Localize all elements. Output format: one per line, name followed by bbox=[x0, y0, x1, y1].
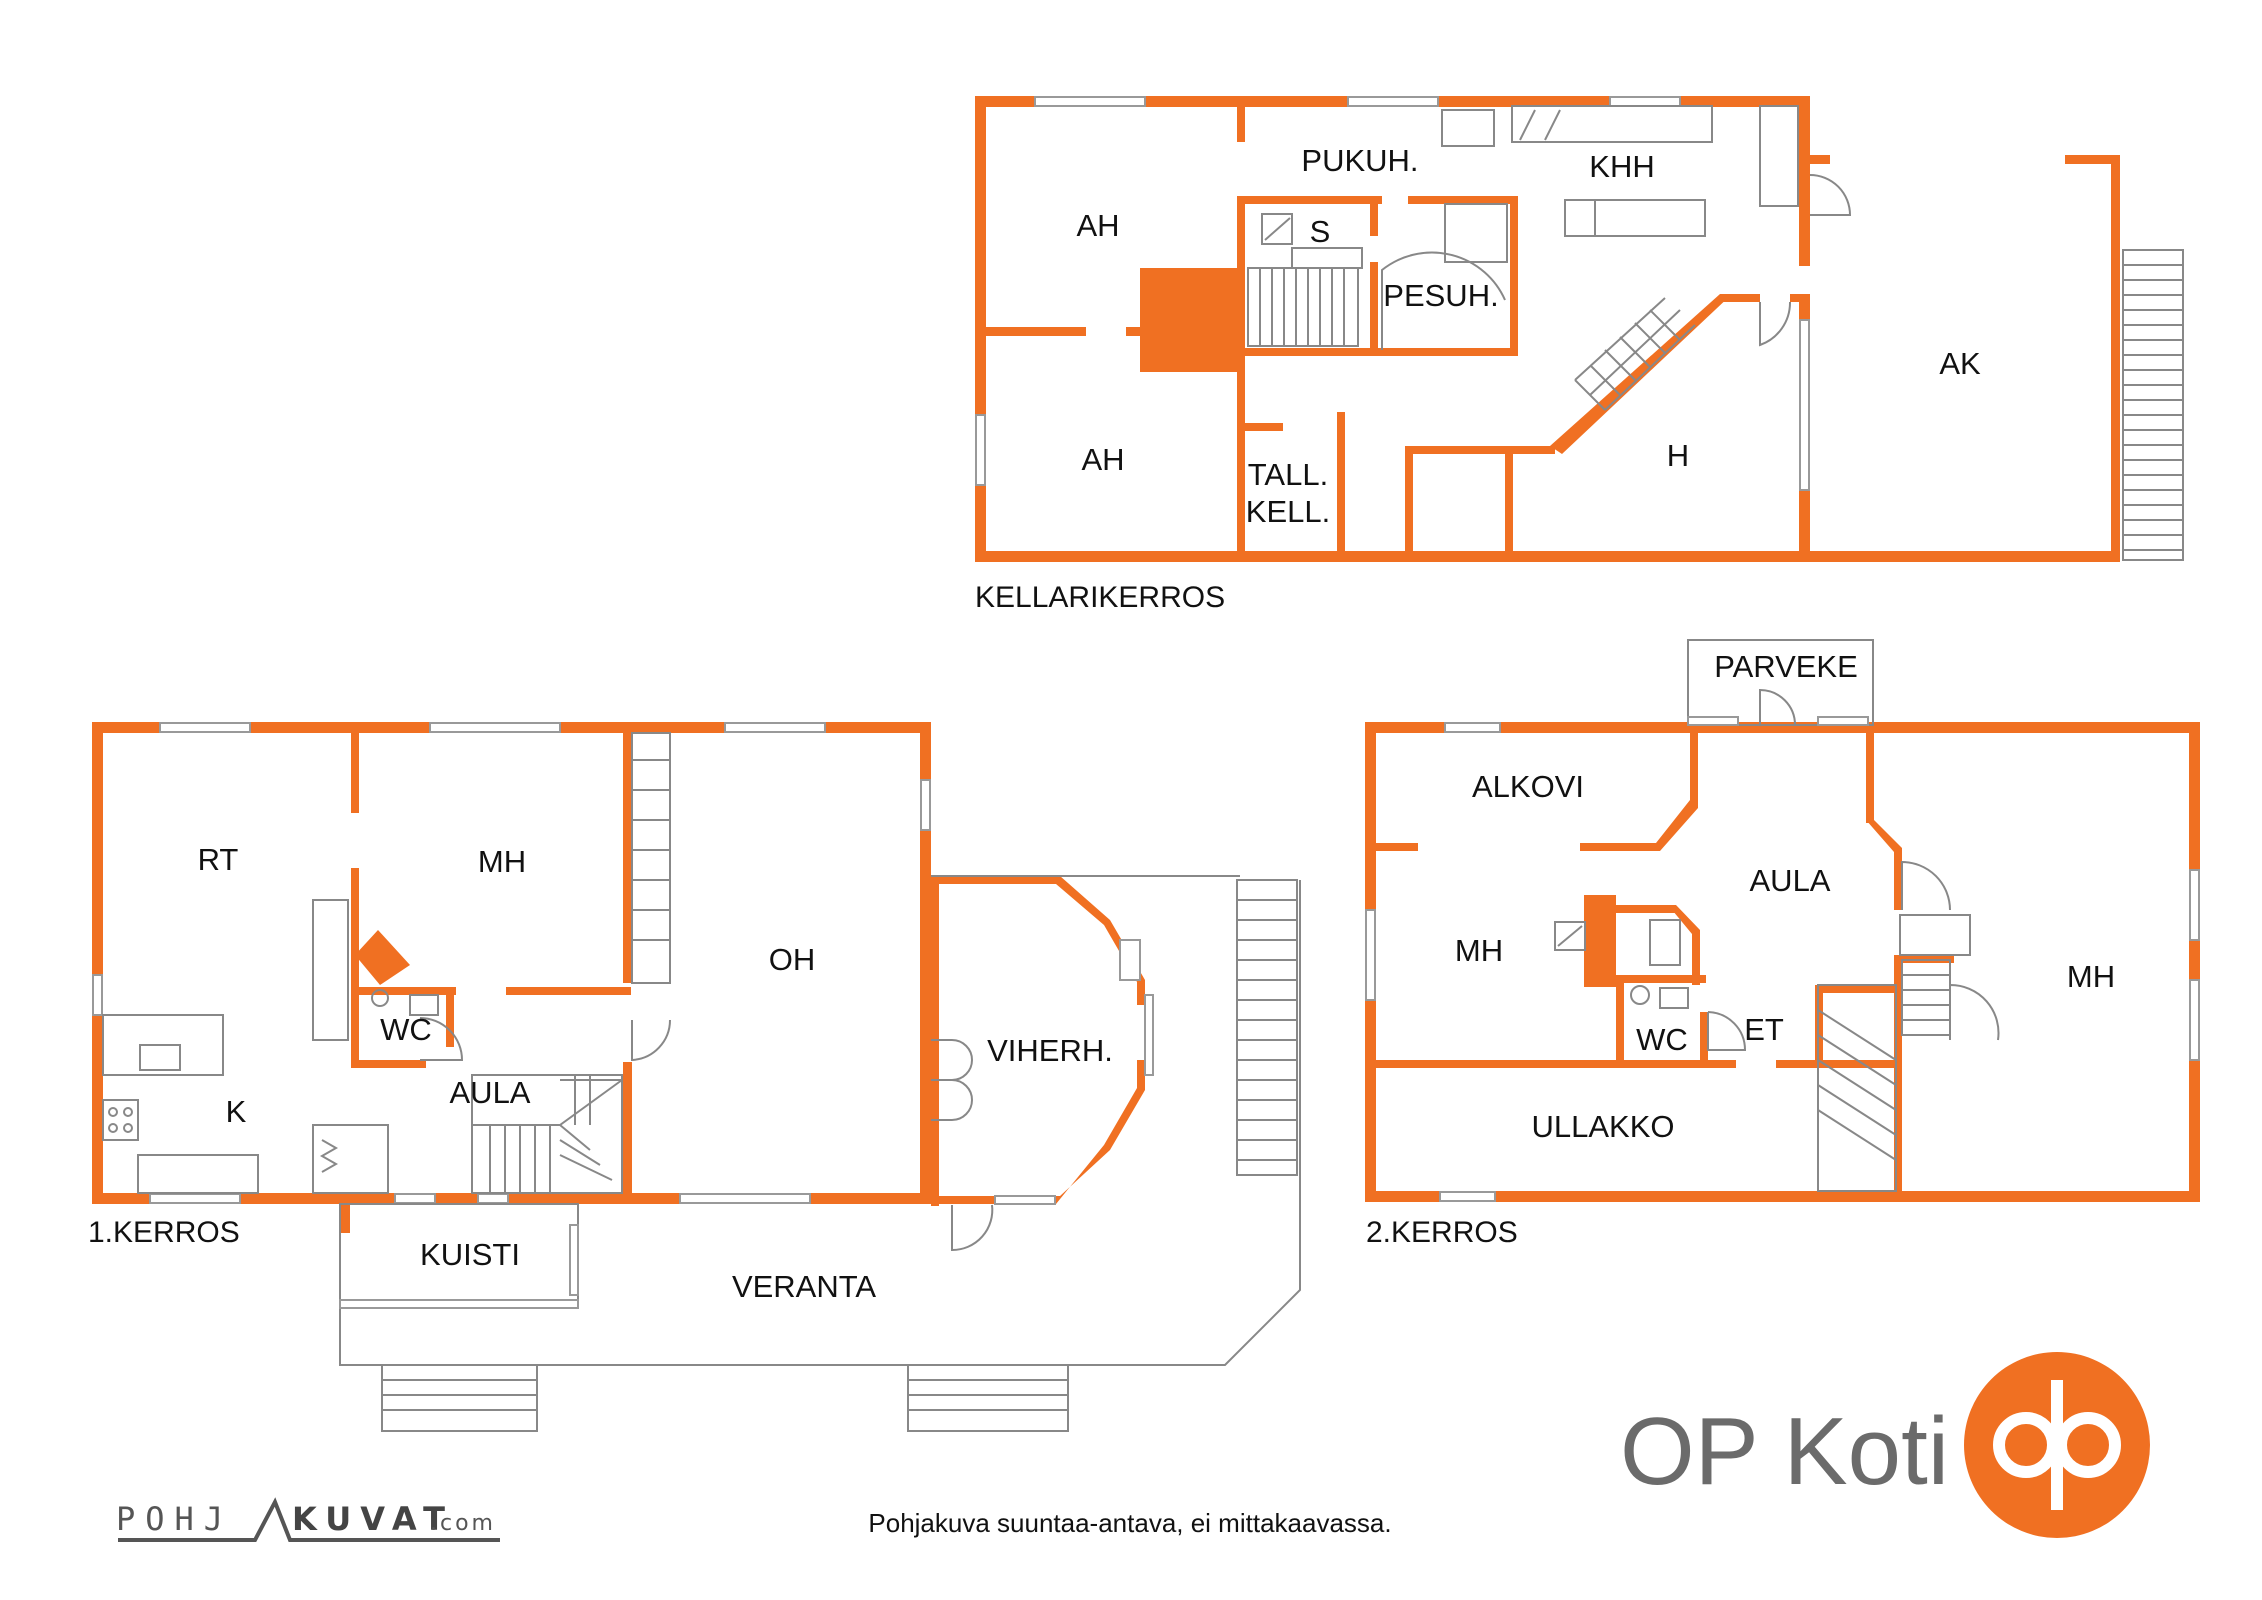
credit-com: .com bbox=[430, 1511, 496, 1536]
room-label-khh: KHH bbox=[1589, 149, 1654, 184]
credit-kuvat: KUVAT bbox=[292, 1500, 454, 1538]
room-label-s: S bbox=[1310, 214, 1331, 249]
room-label-mh: MH bbox=[1455, 933, 1503, 968]
room-label-rt: RT bbox=[198, 842, 239, 877]
room-label-veranta: VERANTA bbox=[732, 1269, 876, 1304]
room-label-kuisti: KUISTI bbox=[420, 1237, 520, 1272]
room-label-kell: KELL. bbox=[1246, 494, 1330, 529]
credit-pohj: POHJ bbox=[116, 1500, 233, 1538]
ak-exterior-stairs bbox=[2122, 249, 2184, 561]
room-label-k: K bbox=[226, 1094, 247, 1129]
basement-stairs bbox=[1247, 247, 1363, 347]
room-label-alkovi: ALKOVI bbox=[1472, 769, 1584, 804]
room-label-oh: OH bbox=[769, 942, 816, 977]
room-label-aula: AULA bbox=[450, 1075, 531, 1110]
room-label-viherh: VIHERH. bbox=[987, 1033, 1113, 1068]
room-label-aula: AULA bbox=[1750, 863, 1831, 898]
floor-label-second: 2.KERROS bbox=[1366, 1216, 1518, 1249]
room-label-pukuh: PUKUH. bbox=[1301, 143, 1418, 178]
room-label-mh: MH bbox=[2067, 959, 2115, 994]
floor-label-first: 1.KERROS bbox=[88, 1216, 240, 1249]
room-label-wc: WC bbox=[380, 1012, 432, 1047]
room-label-h: H bbox=[1667, 438, 1689, 473]
room-label-pesuh: PESUH. bbox=[1383, 278, 1498, 313]
first-floor-stairs bbox=[471, 1074, 623, 1194]
room-label-ak: AK bbox=[1939, 346, 1981, 381]
room-label-ah: AH bbox=[1081, 442, 1124, 477]
room-label-tall: TALL. bbox=[1248, 457, 1328, 492]
pohjakuvat-logo bbox=[118, 1497, 500, 1542]
room-label-wc: WC bbox=[1636, 1022, 1688, 1057]
op-logo-icon bbox=[1964, 1352, 2150, 1538]
second-floor-plan bbox=[1365, 639, 2200, 1202]
room-label-et: ET bbox=[1744, 1012, 1784, 1047]
brand-name: OP Koti bbox=[1620, 1398, 1949, 1505]
first-floor-plan bbox=[92, 722, 1301, 1432]
basement-plan bbox=[975, 96, 2184, 562]
disclaimer-text: Pohjakuva suuntaa-antava, ei mittakaavas… bbox=[868, 1508, 1391, 1538]
room-label-ah: AH bbox=[1076, 208, 1119, 243]
floor-label-basement: KELLARIKERROS bbox=[975, 581, 1225, 614]
room-label-mh: MH bbox=[478, 844, 526, 879]
room-label-parveke: PARVEKE bbox=[1714, 649, 1858, 684]
room-label-ullakko: ULLAKKO bbox=[1531, 1109, 1674, 1144]
second-floor-stairs bbox=[1817, 914, 1971, 1192]
